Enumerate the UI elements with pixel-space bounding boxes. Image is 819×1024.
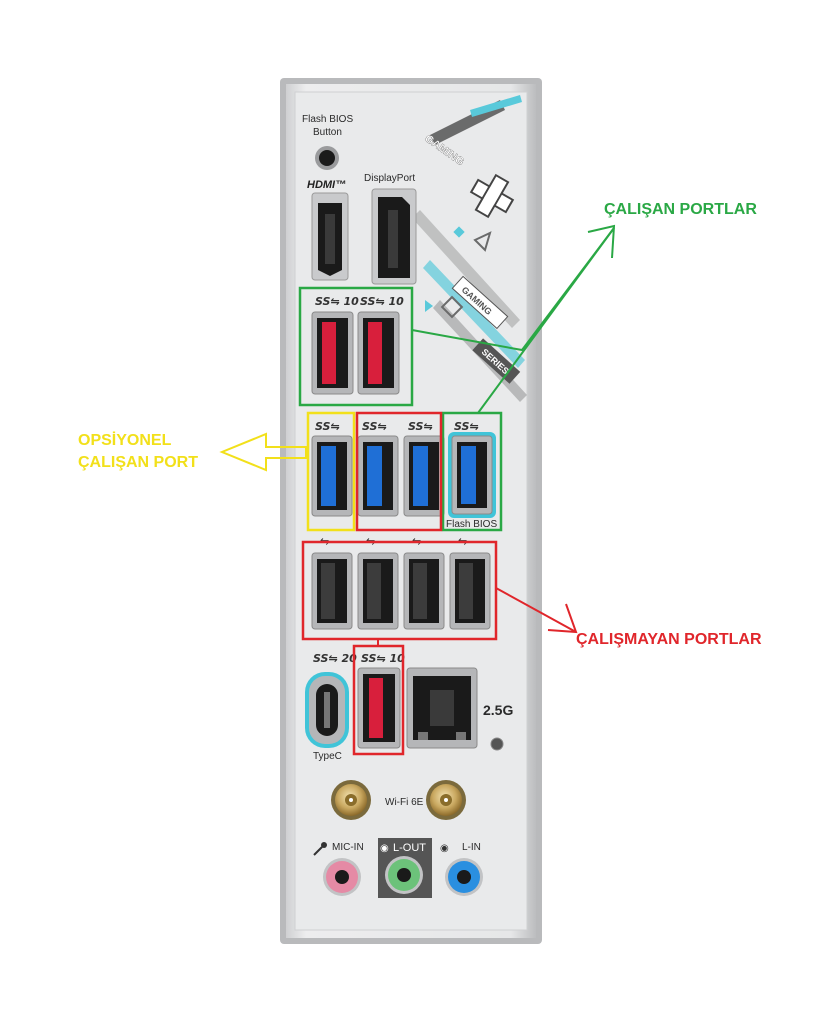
displayport-label: DisplayPort [364, 173, 415, 184]
wifi-label: Wi-Fi 6E [385, 797, 424, 808]
working-ports-annotation: ÇALIŞAN PORTLAR [604, 201, 757, 218]
usb-red-port-1[interactable] [311, 311, 354, 395]
usb-blue-port-flash-bios[interactable] [448, 432, 496, 518]
working-ports-box-flash [441, 411, 503, 532]
optional-port-annotation-2: ÇALIŞAN PORT [78, 454, 198, 471]
wifi-antenna-connector-2[interactable] [426, 780, 466, 820]
working-ports-arrow [411, 224, 616, 414]
ss10-label-1: SS⇋ 10 [315, 295, 359, 308]
ss20-label: SS⇋ 20 [313, 652, 357, 665]
usb-blue-port-2[interactable] [357, 435, 399, 517]
flash-bios-button[interactable] [315, 146, 339, 170]
mic-in-jack[interactable] [323, 858, 361, 896]
lan-speed-label: 2.5G [483, 702, 513, 718]
usb2-port-3[interactable] [403, 552, 445, 630]
working-ports-box-top [298, 286, 414, 407]
ss-label-4: SS⇋ [454, 420, 479, 433]
usb-typec-port[interactable] [305, 672, 349, 748]
optional-port-box [306, 411, 356, 532]
mic-icon [313, 842, 327, 856]
screw-icon [490, 737, 504, 751]
usb-red-port-2[interactable] [357, 311, 400, 395]
flash-bios-port-label: Flash BIOS [446, 519, 497, 530]
line-out-jack[interactable] [385, 856, 423, 894]
l-in-label: L-IN [462, 842, 481, 853]
usb-blue-port-3[interactable] [403, 435, 445, 517]
ss-label-3: SS⇋ [408, 420, 433, 433]
not-working-box-usb2 [301, 540, 498, 641]
lan-port[interactable] [406, 667, 478, 749]
audio-wave-icon-2: ◉ [440, 843, 449, 854]
usb-red-port-3[interactable] [357, 667, 401, 749]
optional-port-arrow [219, 432, 307, 472]
gamepad-cross-icon [469, 173, 515, 219]
flash-bios-button-label-2: Button [313, 127, 342, 138]
usb2-port-1[interactable] [311, 552, 353, 630]
flash-bios-button-label: Flash BIOS [302, 114, 353, 125]
hdmi-label: HDMI™ [307, 179, 346, 191]
not-working-ports-arrow [495, 587, 578, 634]
usb-blue-port-1[interactable] [311, 435, 353, 517]
displayport-port[interactable] [371, 188, 417, 285]
optional-port-annotation-1: OPSİYONEL [78, 431, 172, 449]
ss-label-2: SS⇋ [362, 420, 387, 433]
ss10-label-2: SS⇋ 10 [360, 295, 404, 308]
ss10-label-3: SS⇋ 10 [361, 652, 405, 665]
not-working-ports-annotation: ÇALIŞMAYAN PORTLAR [576, 631, 762, 648]
usb2-port-4[interactable] [449, 552, 491, 630]
mic-in-label: MIC-IN [332, 842, 364, 853]
l-out-label: L-OUT [393, 842, 426, 854]
usb2-port-2[interactable] [357, 552, 399, 630]
ss-label-1: SS⇋ [315, 420, 340, 433]
audio-wave-icon-1: ◉ [380, 843, 389, 854]
line-in-jack[interactable] [445, 858, 483, 896]
typec-label: TypeC [313, 751, 342, 762]
wifi-antenna-connector-1[interactable] [331, 780, 371, 820]
hdmi-port[interactable] [311, 192, 349, 281]
not-working-box-blue-pair [355, 411, 443, 532]
